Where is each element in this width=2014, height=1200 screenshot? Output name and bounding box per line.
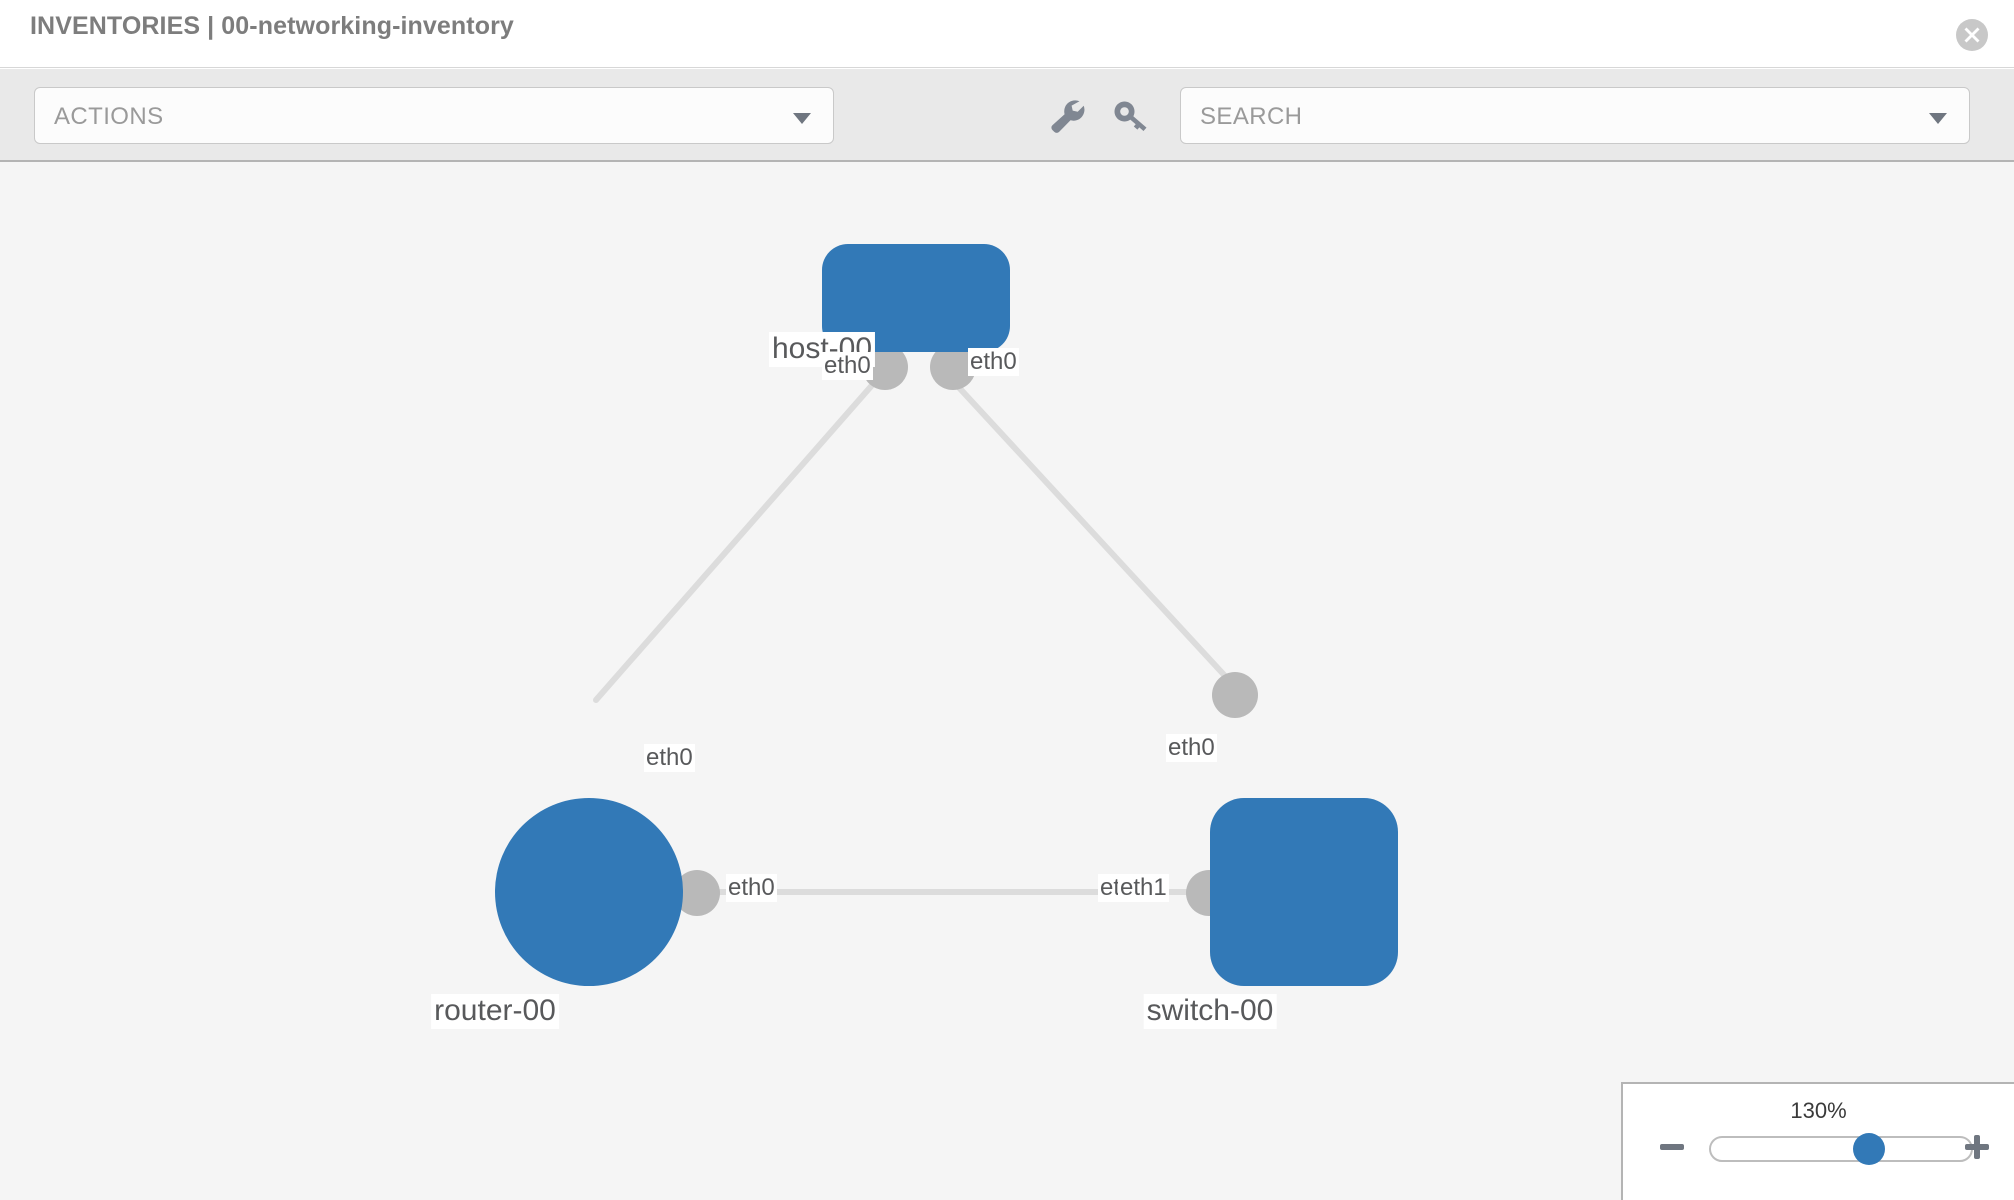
toolbar: ACTIONS SEARCH [0, 69, 2014, 162]
iface-label-switch-up: eth0 [1166, 734, 1217, 762]
iface-label-router-right: eth0 [726, 874, 777, 902]
topology-canvas[interactable]: host-00 router-00 [0, 162, 2014, 1200]
close-icon[interactable] [1956, 19, 1988, 51]
search-placeholder: SEARCH [1200, 103, 1303, 130]
zoom-slider[interactable] [1709, 1133, 1973, 1165]
zoom-slider-thumb[interactable] [1853, 1133, 1885, 1165]
zoom-out-button[interactable] [1657, 1132, 1687, 1162]
chevron-down-icon [793, 113, 811, 124]
key-icon[interactable] [1110, 97, 1152, 135]
title-bar: INVENTORIES | 00-networking-inventory [0, 0, 2014, 68]
edge-host-router [593, 364, 891, 703]
interface-dot-switch-up[interactable] [1212, 672, 1258, 718]
node-router-00-label: router-00 [431, 994, 559, 1029]
actions-dropdown-label: ACTIONS [54, 103, 164, 130]
iface-label-host-right: eth0 [968, 348, 1019, 376]
wrench-icon[interactable] [1046, 97, 1088, 135]
chevron-down-icon[interactable] [1929, 113, 1947, 124]
node-switch-00-label: switch-00 [1143, 994, 1277, 1029]
zoom-level-value: 130% [1790, 1098, 1847, 1123]
node-router-00-shape [495, 798, 683, 986]
actions-dropdown[interactable]: ACTIONS [34, 87, 834, 144]
zoom-in-button[interactable] [1962, 1132, 1992, 1162]
iface-label-switch-left: eth1 [1118, 874, 1169, 902]
edge-host-switch [937, 364, 1241, 693]
iface-label-router-up: eth0 [644, 744, 695, 772]
page-title: INVENTORIES | 00-networking-inventory [30, 12, 514, 40]
iface-label-host-left: eth0 [822, 352, 873, 380]
node-switch-00-shape [1210, 798, 1398, 986]
zoom-control-panel: 130% [1621, 1082, 2014, 1200]
search-input[interactable]: SEARCH [1180, 87, 1970, 144]
